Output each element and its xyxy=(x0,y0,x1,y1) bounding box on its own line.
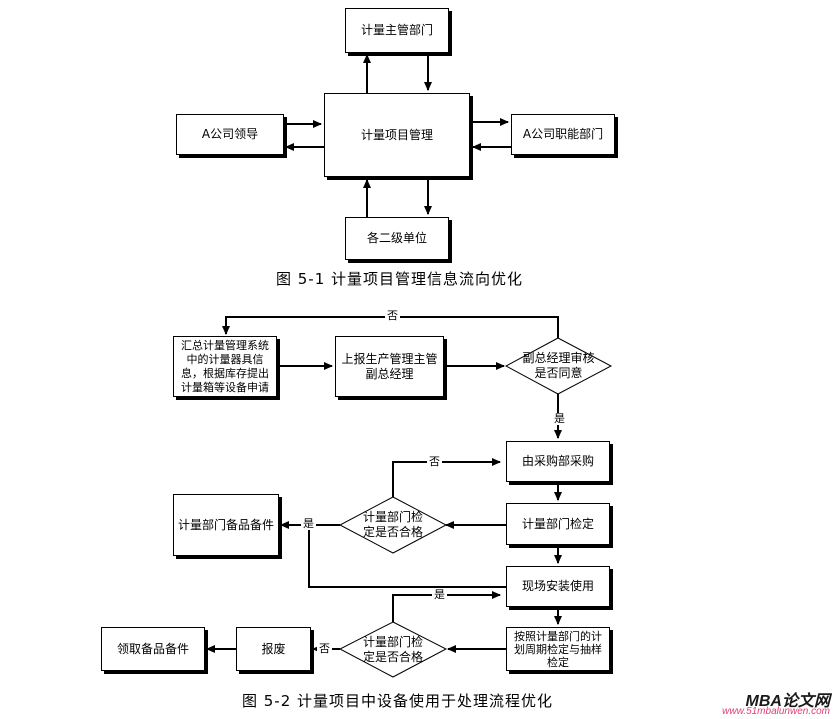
fig2-box-collect: 汇总计量管理系统 中的计量器具信 息，根据库存提出 计量箱等设备申请 xyxy=(173,336,277,397)
fig2-box-report: 上报生产管理主管 副总经理 xyxy=(335,336,444,397)
periodic-line-2: 划周期检定与抽样 xyxy=(514,642,602,656)
fig2-box-purchase: 由采购部采购 xyxy=(506,441,610,482)
fig2-box-receive: 领取备品备件 xyxy=(101,627,205,671)
fig1-box-right: A公司职能部门 xyxy=(511,114,615,155)
approve-line-1: 副总经理审核 xyxy=(522,351,595,365)
fig1-top-label: 计量主管部门 xyxy=(360,23,433,37)
fig2-box-periodic: 按照计量部门的计 划周期检定与抽样 检定 xyxy=(506,627,610,671)
collect-line-4: 计量箱等设备申请 xyxy=(181,380,269,394)
check1-diamond xyxy=(338,496,448,554)
receive-label: 领取备品备件 xyxy=(116,641,189,656)
label-yes-approve: 是 xyxy=(552,412,567,425)
fig1-center-label: 计量项目管理 xyxy=(360,127,433,142)
scrap-label: 报废 xyxy=(261,641,286,656)
label-yes-spare: 是 xyxy=(301,517,316,530)
fig2-box-spare: 计量部门备品备件 xyxy=(173,494,279,556)
collect-line-3: 息，根据库存提出 xyxy=(181,366,269,380)
check2-line-2: 定是否合格 xyxy=(362,649,423,664)
periodic-line-1: 按照计量部门的计 xyxy=(514,629,602,643)
fig2-approve-text: 副总经理审核 是否同意 xyxy=(506,338,611,394)
fig1-box-top: 计量主管部门 xyxy=(345,8,449,53)
purchase-label: 由采购部采购 xyxy=(521,454,594,468)
check2-line-1: 计量部门检 xyxy=(362,634,423,649)
check1-line-1: 计量部门检 xyxy=(362,510,423,524)
fig1-left-label: A公司领导 xyxy=(201,127,259,141)
install-label: 现场安装使用 xyxy=(521,579,594,593)
fig1-bottom-label: 各二级单位 xyxy=(366,231,427,245)
periodic-line-3: 检定 xyxy=(547,655,569,669)
fig2-box-inspect: 计量部门检定 xyxy=(506,503,610,545)
fig2-caption: 图 5-2 计量项目中设备使用于处理流程优化 xyxy=(242,692,554,710)
fig1-right-label: A公司职能部门 xyxy=(522,127,604,141)
approve-line-2: 是否同意 xyxy=(534,366,583,380)
fig2-check2-text: 计量部门检 定是否合格 xyxy=(340,622,446,677)
fig2-check1-text: 计量部门检 定是否合格 xyxy=(340,497,446,553)
fig2-box-install: 现场安装使用 xyxy=(506,566,610,607)
collect-line-1: 汇总计量管理系统 xyxy=(181,338,269,352)
fig1-box-bottom: 各二级单位 xyxy=(345,217,449,260)
check1-line-2: 定是否合格 xyxy=(362,525,423,539)
report-line-2: 副总经理 xyxy=(365,366,414,381)
approve-diamond xyxy=(504,337,613,395)
fig2-box-scrap: 报废 xyxy=(236,627,311,671)
watermark-title: MBA论文网 xyxy=(745,693,830,710)
spare-label: 计量部门备品备件 xyxy=(177,517,274,532)
check2-diamond xyxy=(338,621,448,678)
fig1-caption: 图 5-1 计量项目管理信息流向优化 xyxy=(276,270,524,288)
fig1-box-center: 计量项目管理 xyxy=(324,93,470,177)
collect-line-2: 中的计量器具信 xyxy=(186,352,264,366)
report-line-1: 上报生产管理主管 xyxy=(341,351,438,366)
label-no-reject: 否 xyxy=(385,309,400,322)
label-yes-reuse: 是 xyxy=(432,588,447,601)
watermark-url: www.51mbalunwen.com xyxy=(722,706,830,717)
label-no-recheck: 否 xyxy=(427,455,442,468)
inspect-label: 计量部门检定 xyxy=(521,516,594,531)
label-no-scrap: 否 xyxy=(317,642,332,655)
fig1-box-left: A公司领导 xyxy=(176,114,284,155)
